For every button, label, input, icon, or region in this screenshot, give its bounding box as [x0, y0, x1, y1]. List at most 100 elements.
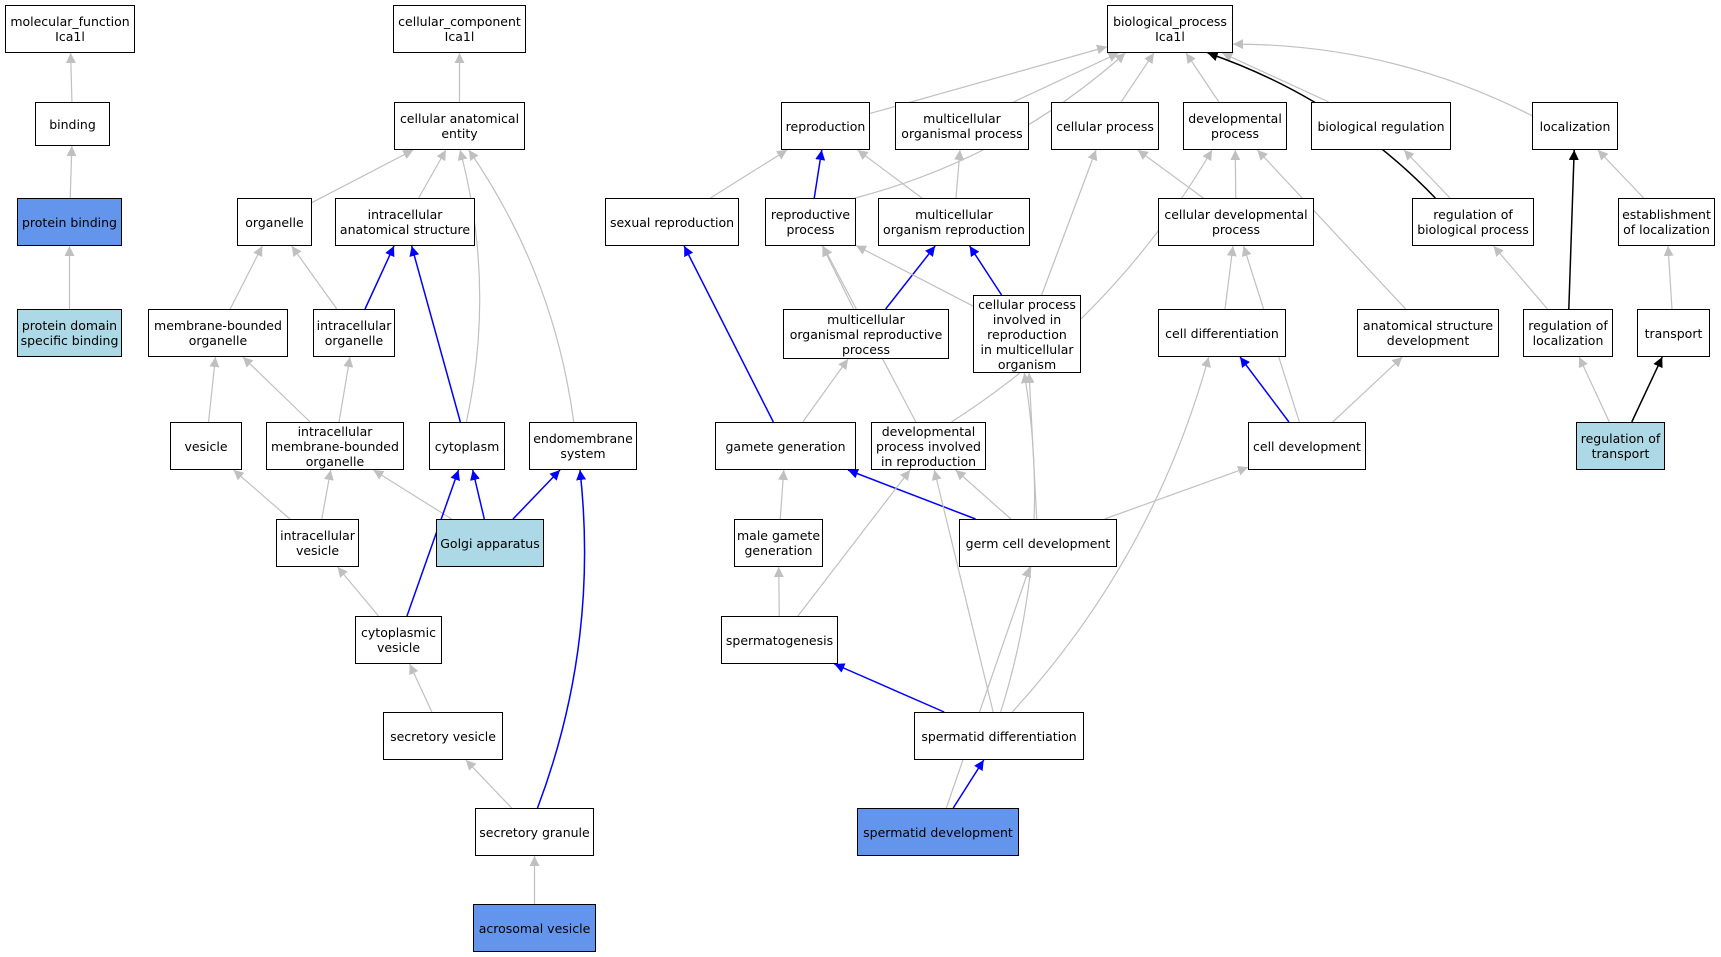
node-eol[interactable]: establishment of localization: [1618, 198, 1715, 246]
node-transport[interactable]: transport: [1637, 309, 1710, 357]
node-sexr[interactable]: sexual reproduction: [605, 198, 739, 246]
node-cc[interactable]: cellular_component Ica1l: [393, 5, 526, 53]
node-cpir[interactable]: cellular process involved in reproductio…: [973, 295, 1081, 373]
node-cv[interactable]: cytoplasmic vesicle: [355, 616, 442, 664]
edge-sdev-is_a-gcd: [945, 566, 1032, 809]
edge-vesicle-is_a-mbo: [207, 356, 220, 423]
node-cp[interactable]: cellular process: [1051, 102, 1159, 150]
edge-gg-is_a-morp: [802, 358, 849, 423]
node-protbind[interactable]: protein binding: [17, 198, 122, 246]
node-dpir[interactable]: developmental process involved in reprod…: [871, 422, 986, 470]
edge-gcd-is_a-dpir: [955, 469, 1012, 520]
node-gg[interactable]: gamete generation: [715, 422, 856, 470]
edge-sdev-part_of-sd: [952, 759, 985, 809]
node-sd[interactable]: spermatid differentiation: [914, 712, 1084, 760]
node-io[interactable]: intracellular organelle: [313, 309, 395, 357]
edge-mor-is_a-repro: [857, 149, 923, 199]
edge-golgi-part_of-endo: [512, 469, 561, 520]
edge-br-is_a-bp: [1221, 52, 1330, 103]
edge-sd-part_of-spermgen: [834, 663, 945, 713]
node-sdev[interactable]: spermatid development: [857, 808, 1019, 856]
edge-sg-is_a-sv: [465, 759, 513, 809]
edge-spermgen-is_a-dpir: [797, 469, 911, 617]
edge-sexr-is_a-repro: [710, 149, 788, 199]
edge-transport-is_a-eol: [1663, 245, 1674, 310]
node-golgi[interactable]: Golgi apparatus: [436, 519, 544, 567]
edge-loc-is_a-bp: [1232, 39, 1533, 117]
node-dp[interactable]: developmental process: [1183, 102, 1287, 150]
edge-celldiff-is_a-cdp: [1224, 245, 1237, 310]
edge-sv-is_a-cv: [409, 663, 433, 713]
edge-cdp-is_a-dp: [1230, 149, 1241, 199]
node-bp[interactable]: biological_process Ica1l: [1107, 5, 1233, 53]
edge-mor-is_a-mop: [954, 149, 965, 199]
node-acro[interactable]: acrosomal vesicle: [473, 904, 596, 952]
edge-cytoplasm-is_a-cae: [457, 149, 481, 423]
node-rol[interactable]: regulation of localization: [1523, 309, 1613, 357]
edge-cytoplasm-part_of-ias: [409, 245, 462, 423]
edge-celldev-part_of-celldiff: [1239, 356, 1290, 423]
node-mbo[interactable]: membrane-bounded organelle: [148, 309, 288, 357]
edge-golgi-part_of-cytoplasm: [470, 469, 486, 520]
node-sg[interactable]: secretory granule: [475, 808, 594, 856]
edge-rot-is_a-rol: [1578, 356, 1610, 423]
node-gcd[interactable]: germ cell development: [959, 519, 1117, 567]
edge-cp-is_a-bp: [1120, 52, 1155, 103]
node-spermgen[interactable]: spermatogenesis: [721, 616, 838, 664]
node-loc[interactable]: localization: [1532, 102, 1618, 150]
node-pdsb[interactable]: protein domain specific binding: [17, 309, 122, 357]
edge-dp-is_a-bp: [1185, 52, 1220, 103]
edge-ias-is_a-cae: [418, 149, 447, 199]
node-vesicle[interactable]: vesicle: [170, 422, 242, 470]
node-cae[interactable]: cellular anatomical entity: [394, 102, 525, 150]
node-ias[interactable]: intracellular anatomical structure: [335, 198, 475, 246]
edge-rot-regulates-transport: [1631, 356, 1663, 423]
node-cytoplasm[interactable]: cytoplasm: [429, 422, 505, 470]
node-morp[interactable]: multicellular organismal reproductive pr…: [783, 309, 949, 359]
node-celldiff[interactable]: cell differentiation: [1158, 309, 1286, 357]
edge-io-part_of-ias: [364, 245, 395, 310]
node-rbp[interactable]: regulation of biological process: [1412, 198, 1534, 246]
edge-gcd-is_a-celldev: [1104, 465, 1249, 520]
edge-iv-is_a-imbo: [321, 469, 334, 520]
edge-gcd-part_of-gg: [847, 468, 976, 520]
edge-rbp-is_a-br: [1403, 149, 1451, 199]
edge-io-is_a-organelle: [291, 245, 338, 310]
node-endo[interactable]: endomembrane system: [529, 422, 637, 470]
edge-eol-is_a-loc: [1597, 149, 1645, 199]
edge-cv-part_of-cytoplasm: [406, 469, 460, 617]
edge-spermgen-is_a-mgg: [773, 566, 784, 617]
edge-sg-part_of-endo: [536, 469, 587, 809]
edge-sd-is_a-celldiff: [1011, 356, 1211, 713]
edge-protbind-is_a-binding: [66, 145, 77, 199]
edge-imbo-is_a-mbo: [242, 356, 311, 423]
node-imbo[interactable]: intracellular membrane-bounded organelle: [266, 422, 404, 470]
edge-dpir-is_a-dp: [951, 149, 1213, 423]
edge-mgg-is_a-gg: [778, 469, 789, 520]
node-cdp[interactable]: cellular developmental process: [1158, 198, 1314, 246]
node-br[interactable]: biological regulation: [1311, 102, 1451, 150]
node-iv[interactable]: intracellular vesicle: [276, 519, 359, 567]
node-repro[interactable]: reproduction: [781, 102, 870, 150]
node-organelle[interactable]: organelle: [237, 198, 312, 246]
node-mgg[interactable]: male gamete generation: [734, 519, 823, 567]
edge-mop-is_a-bp: [1013, 52, 1119, 103]
edge-cdp-is_a-cp: [1137, 149, 1204, 199]
node-binding[interactable]: binding: [35, 102, 110, 146]
node-celldev[interactable]: cell development: [1248, 422, 1366, 470]
edge-celldev-is_a-asd: [1332, 356, 1403, 423]
node-mop[interactable]: multicellular organismal process: [895, 102, 1029, 150]
node-rot[interactable]: regulation of transport: [1576, 422, 1665, 470]
node-mf[interactable]: molecular_function Ica1l: [5, 5, 135, 53]
edge-rp-part_of-repro: [813, 149, 826, 199]
edge-cv-is_a-iv: [337, 566, 379, 617]
node-mor[interactable]: multicellular organism reproduction: [878, 198, 1030, 246]
node-sv[interactable]: secretory vesicle: [383, 712, 503, 760]
edge-rol-is_a-rbp: [1493, 245, 1548, 310]
node-rp[interactable]: reproductive process: [765, 198, 856, 246]
edge-cpir-part_of-mor: [969, 245, 1003, 296]
node-asd[interactable]: anatomical structure development: [1357, 309, 1499, 357]
edge-gg-part_of-sexr: [683, 245, 775, 423]
edge-organelle-is_a-cae: [311, 149, 414, 204]
